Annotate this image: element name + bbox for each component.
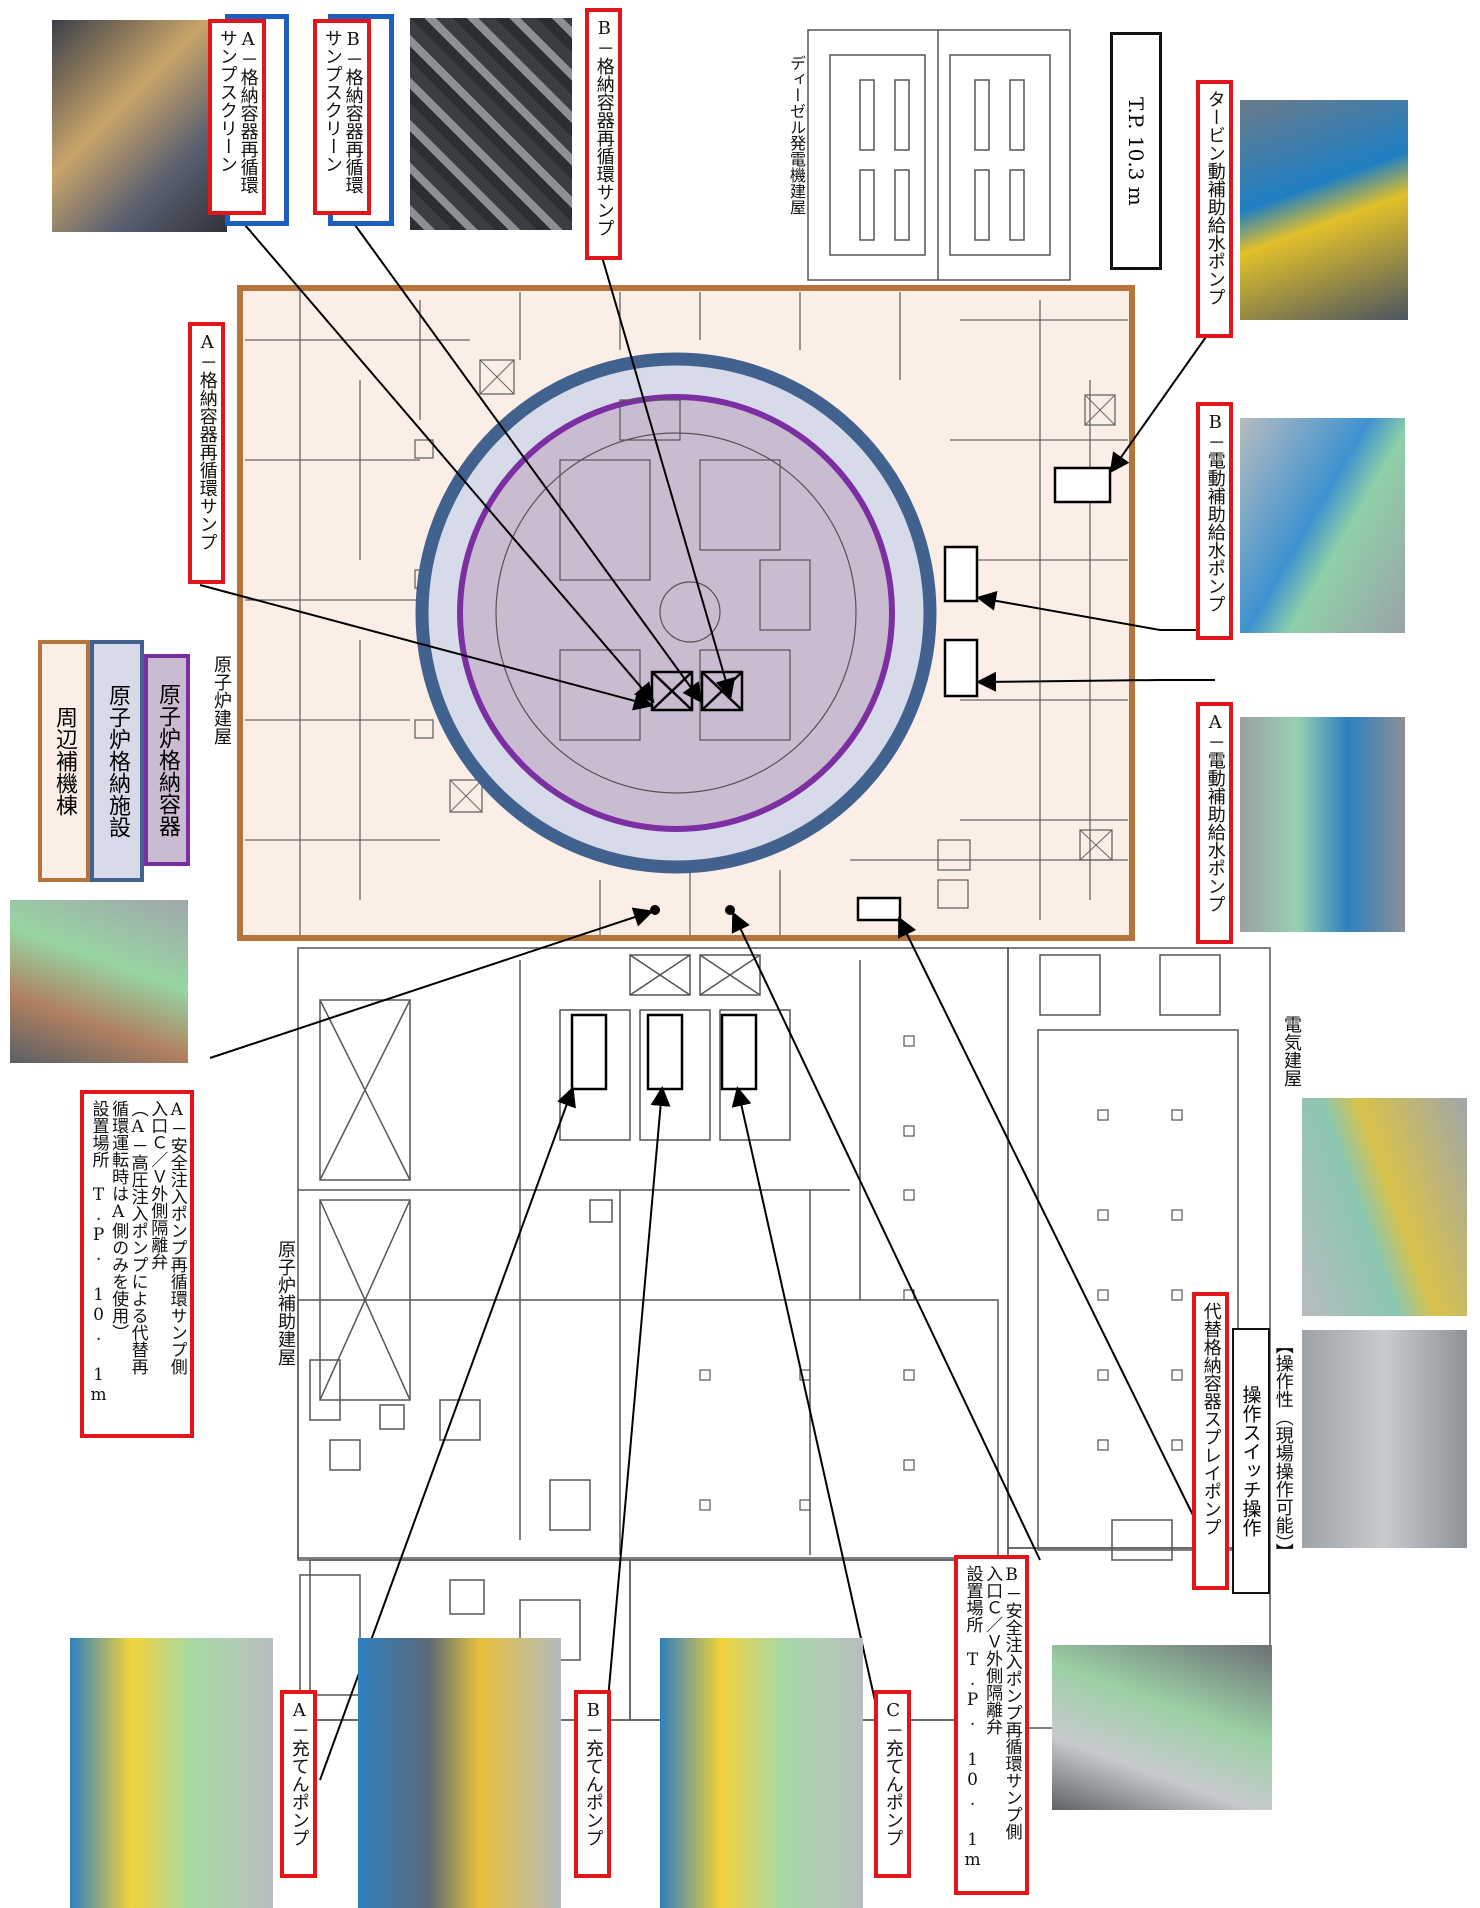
aux-building-name: 原子炉補助建屋: [275, 1240, 296, 1366]
label-b-charging-pump: B－充てんポンプ: [574, 1690, 611, 1878]
photo-b-sump-screen: [410, 18, 572, 230]
photo-alt-spray-pump: [1302, 1098, 1467, 1316]
photo-c-charging-pump: [660, 1638, 863, 1908]
containment-vessel-ring: [457, 394, 895, 832]
label-a-sump-screen-frame: A－格納容器再循環 サンプスクリーン: [208, 14, 289, 226]
label-b-sump-screen-frame: B－格納容器再循環 サンプスクリーン: [313, 14, 394, 226]
electrical-building-name: 電気建屋: [1281, 1015, 1302, 1087]
legend-peripheral-aux-bldg: 周辺補機棟: [38, 640, 90, 882]
label-alt-spray-pump: 代替格納容器スプレイポンプ: [1192, 1292, 1229, 1590]
photo-op-switch-panel: [1302, 1330, 1467, 1548]
diesel-building-outline: [807, 29, 1071, 281]
photo-a-valve: [10, 900, 188, 1063]
label-a-charging-pump: A－充てんポンプ: [280, 1690, 317, 1878]
photo-a-charging-pump: [70, 1638, 273, 1908]
leader-lines: [199, 224, 1226, 1791]
aux-building-plan: [297, 947, 1009, 1615]
charging-pump-boxes: [570, 1013, 758, 1091]
elevation-label: T.P. 10.3 m: [1110, 32, 1162, 270]
diesel-building-name: ディーゼル発電機建屋: [787, 55, 806, 215]
photo-b-motor-aux-feedwater-pump: [1240, 418, 1405, 633]
electrical-building-plan: [1007, 947, 1271, 1729]
label-a-isolation-valve: A－安全注入ポンプ再循環サンプ側 入口Ｃ／Ｖ外側隔離弁 （A－高圧注入ポンプによ…: [80, 1090, 194, 1438]
label-c-charging-pump: C－充てんポンプ: [874, 1690, 911, 1878]
label-b-sump-screen: B－格納容器再循環 サンプスクリーン: [313, 19, 371, 215]
label-b-isolation-valve: B－安全注入ポンプ再循環サンプ側 入口Ｃ／Ｖ外側隔離弁 設置場所 T.P. 10…: [954, 1555, 1029, 1895]
photo-a-sump-screen: [52, 20, 227, 232]
label-turbine-aux-feedwater-pump: タービン動補助給水ポンプ: [1196, 80, 1233, 338]
photo-b-valve: [1052, 1645, 1272, 1810]
label-op-switch: 操作スイッチ操作: [1232, 1328, 1270, 1594]
column-marks: [699, 1035, 1183, 1511]
label-a-motor-aux-feedwater-pump: A－電動補助給水ポンプ: [1196, 702, 1233, 944]
label-a-recirculation-sump: A－格納容器再循環サンプ: [188, 322, 225, 584]
label-a-sump-screen: A－格納容器再循環 サンプスクリーン: [208, 19, 266, 215]
label-b-motor-aux-feedwater-pump: B－電動補助給水ポンプ: [1196, 402, 1233, 640]
legend-containment-vessel: 原子炉格納容器: [144, 654, 190, 866]
photo-b-charging-pump: [358, 1638, 561, 1908]
reactor-building-name: 原子炉建屋: [211, 655, 232, 745]
label-b-recirculation-sump: B－格納容器再循環サンプ: [585, 8, 622, 260]
label-op-note: 【操作性（現場操作可能）】: [1272, 1336, 1294, 1561]
legend: 周辺補機棟 原子炉格納施設 原子炉格納容器: [38, 640, 190, 882]
photo-turbine-aux-feedwater-pump: [1240, 100, 1408, 320]
aux-feedwater-pump-boxes: [856, 466, 1112, 922]
legend-containment-facility: 原子炉格納施設: [90, 640, 144, 882]
photo-a-motor-aux-feedwater-pump: [1240, 717, 1405, 932]
